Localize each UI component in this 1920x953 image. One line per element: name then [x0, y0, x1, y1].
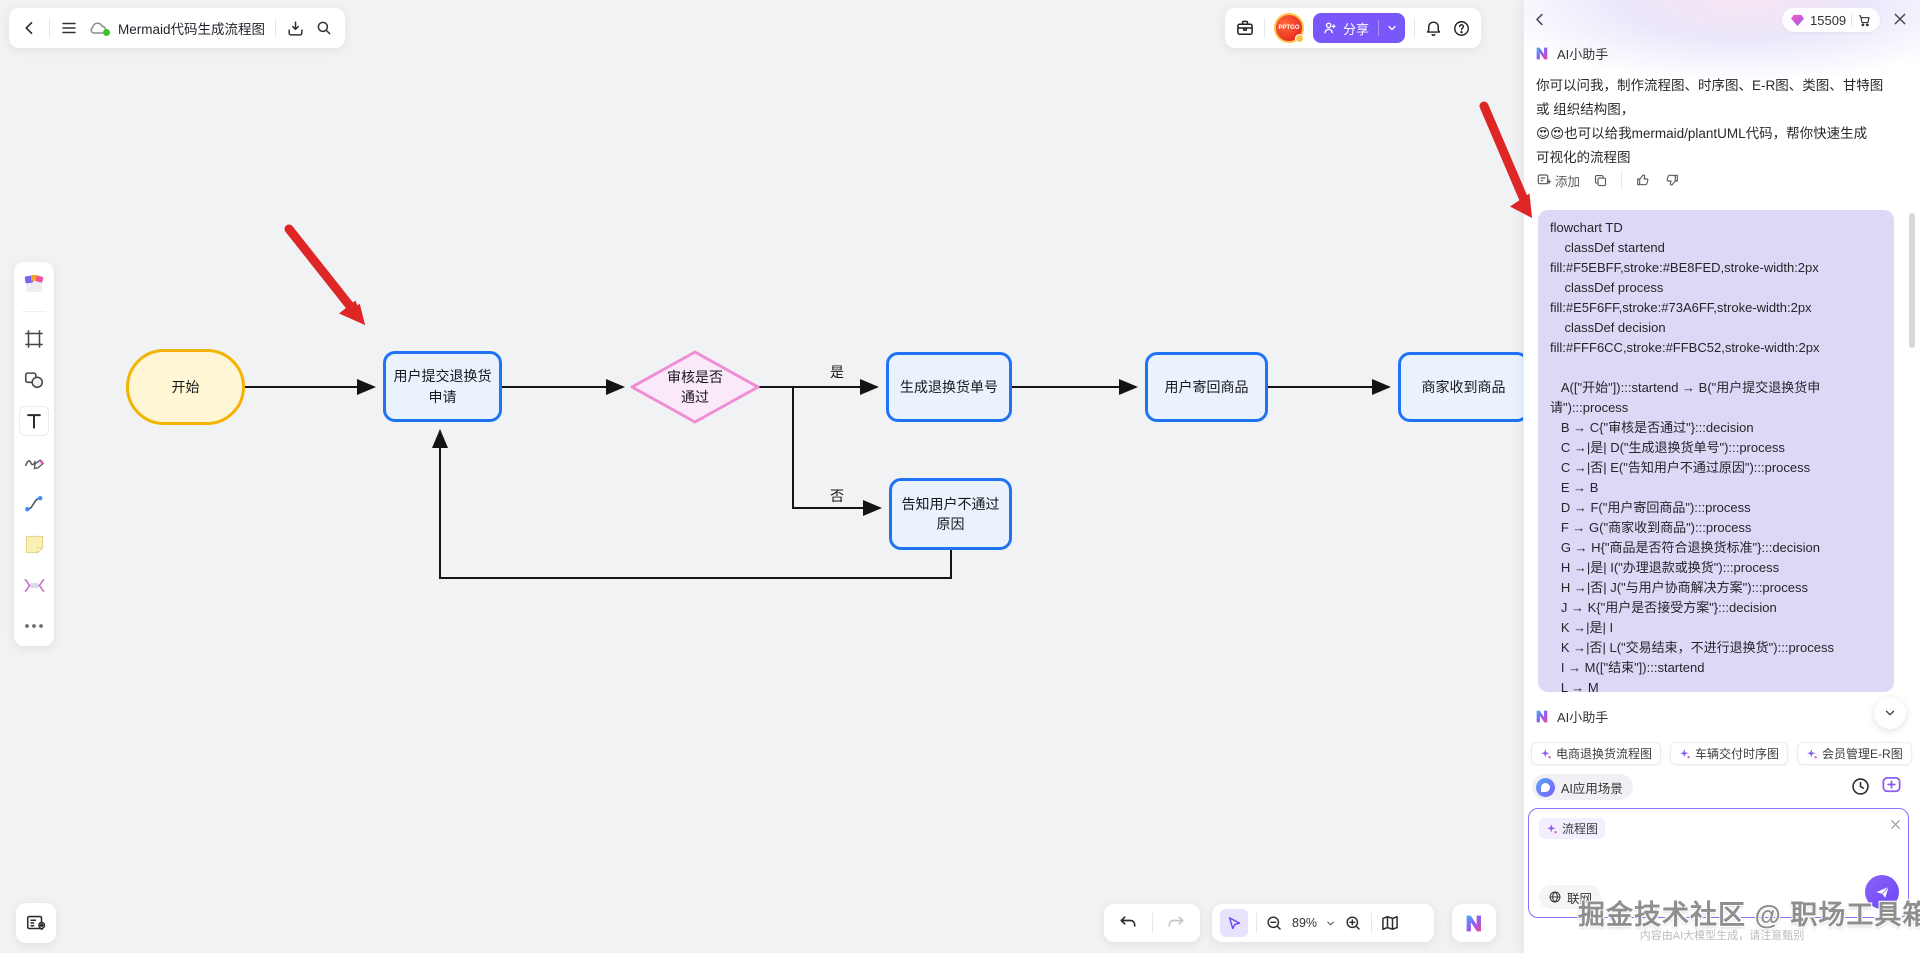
redo-button[interactable] [1166, 913, 1186, 933]
mindmap-icon[interactable] [20, 571, 48, 599]
node-generate[interactable]: 生成退换货单号 [886, 352, 1012, 422]
more-tools-icon[interactable] [20, 612, 48, 640]
credits-pill[interactable]: 15509 [1782, 8, 1881, 32]
copy-button[interactable] [1593, 173, 1608, 188]
connector-icon[interactable] [20, 489, 48, 517]
history-button[interactable] [1850, 776, 1871, 797]
credits-count: 15509 [1810, 12, 1847, 28]
chip-flowchart[interactable]: 电商退换货流程图 [1531, 742, 1662, 765]
laser-pointer-button[interactable] [1220, 909, 1248, 937]
sparkle-icon [1680, 748, 1690, 758]
pen-icon[interactable] [20, 448, 48, 476]
card-pin-icon [26, 915, 46, 931]
minimap-button[interactable] [1380, 913, 1400, 933]
ai-logo-icon [1466, 915, 1481, 931]
help-icon[interactable] [1452, 19, 1471, 38]
chevron-down-icon [1885, 710, 1895, 716]
toolbox-icon[interactable] [1235, 18, 1255, 38]
new-chat-button[interactable] [1880, 774, 1903, 797]
topbar-right: PPTGO 分享 [1225, 8, 1482, 48]
export-icon[interactable] [286, 19, 305, 38]
zoom-dropdown-chevron[interactable] [1325, 918, 1336, 929]
add-board-icon [1537, 174, 1552, 185]
sparkle-icon [1547, 823, 1557, 833]
sparkle-icon [1541, 748, 1551, 758]
node-start[interactable]: 开始 [126, 349, 245, 425]
divider [22, 311, 46, 312]
menu-button[interactable] [60, 19, 78, 37]
node-notify[interactable]: 告知用户不通过原因 [889, 478, 1012, 550]
panel-close-button[interactable] [1892, 11, 1908, 27]
avatar-badge [1295, 34, 1304, 43]
templates-icon[interactable] [20, 270, 48, 298]
avatar[interactable]: PPTGO [1274, 13, 1304, 43]
assistant-intro-message: 你可以问我，制作流程图、时序图、E-R图、类图、甘特图 或 组织结构图， 😍😍也… [1536, 78, 1884, 165]
text-icon[interactable] [20, 407, 48, 435]
history-bar [1104, 904, 1200, 942]
collapse-button[interactable] [1874, 697, 1906, 729]
zoom-level[interactable]: 89% [1292, 916, 1318, 930]
mermaid-code-block[interactable]: flowchart TD classDef startend fill:#F5E… [1538, 210, 1894, 692]
frame-icon[interactable] [20, 325, 48, 353]
chat-input[interactable]: 流程图 联网 [1528, 808, 1909, 918]
assistant-header-2: AI小助手 [1534, 707, 1608, 726]
divider [49, 18, 50, 38]
panel-scrollbar[interactable] [1909, 213, 1915, 348]
chip-er-diagram[interactable]: 会员管理E-R图 [1797, 742, 1912, 765]
zoom-out-button[interactable] [1265, 914, 1284, 933]
node-received[interactable]: 商家收到商品 [1398, 352, 1529, 422]
zoom-in-button[interactable] [1344, 914, 1363, 933]
node-send-back[interactable]: 用户寄回商品 [1145, 352, 1268, 422]
ai-disclaimer: 内容由AI大模型生成，请注意甄别 [1639, 930, 1805, 942]
undo-button[interactable] [1118, 913, 1138, 933]
message-actions: 添加 [1536, 170, 1680, 190]
share-button[interactable]: 分享 [1313, 13, 1406, 43]
ai-logo-icon [1536, 47, 1548, 60]
share-person-icon [1324, 22, 1336, 34]
web-access-toggle[interactable]: 联网 [1539, 885, 1602, 909]
cloud-sync-icon [88, 20, 110, 36]
cart-icon[interactable] [1857, 13, 1872, 28]
paper-plane-icon [1875, 886, 1889, 898]
document-title[interactable]: Mermaid代码生成流程图 [118, 22, 266, 37]
sticky-note-icon[interactable] [20, 530, 48, 558]
ai-logo-icon [1536, 710, 1548, 723]
notifications-icon[interactable] [1424, 19, 1443, 38]
share-dropdown-chevron[interactable] [1379, 22, 1405, 34]
node-submit[interactable]: 用户提交退换货申请 [383, 351, 502, 422]
search-icon[interactable] [315, 19, 333, 37]
divider [1414, 18, 1416, 38]
watermark: 掘金技术社区 @ 职场工具箱 [1578, 900, 1920, 930]
sparkle-icon [1807, 748, 1817, 758]
thumbs-up-button[interactable] [1635, 172, 1651, 188]
input-tag[interactable]: 流程图 [1539, 818, 1606, 839]
chip-sequence[interactable]: 车辆交付时序图 [1670, 742, 1789, 765]
map-notes-button[interactable] [16, 903, 56, 943]
divider [275, 18, 277, 38]
ai-assistant-button[interactable] [1452, 904, 1496, 942]
shapes-icon[interactable] [20, 366, 48, 394]
assistant-header: AI小助手 [1534, 44, 1608, 63]
suggestion-chips: 电商退换货流程图 车辆交付时序图 会员管理E-R图 [1531, 742, 1912, 765]
panel-back-button[interactable] [1532, 11, 1549, 28]
zoom-bar: 89% [1212, 904, 1434, 942]
edge-label-yes: 是 [826, 362, 848, 382]
ai-scenes-icon [1536, 777, 1555, 797]
input-tag-close[interactable] [1889, 818, 1902, 831]
globe-icon [1549, 891, 1561, 903]
back-button[interactable] [21, 19, 39, 37]
assistant-name: AI小助手 [1557, 47, 1609, 62]
thumbs-down-button[interactable] [1664, 172, 1680, 188]
topbar-left: Mermaid代码生成流程图 [9, 8, 346, 48]
left-toolbar [14, 262, 54, 646]
send-button[interactable] [1865, 875, 1899, 909]
add-to-board-button[interactable]: 添加 [1536, 171, 1580, 190]
divider [1264, 18, 1265, 38]
edge-label-no: 否 [826, 486, 848, 506]
ai-assistant-panel: 15509 AI小助手 你可以问我，制作流程图、时序图、E-R图、类图、甘特图 … [1523, 0, 1920, 953]
gem-icon [1791, 14, 1804, 26]
ai-scenes-button[interactable]: AI应用场景 [1532, 774, 1633, 800]
node-review-label[interactable]: 审核是否通过 [667, 368, 723, 405]
assistant-name: AI小助手 [1557, 710, 1609, 725]
